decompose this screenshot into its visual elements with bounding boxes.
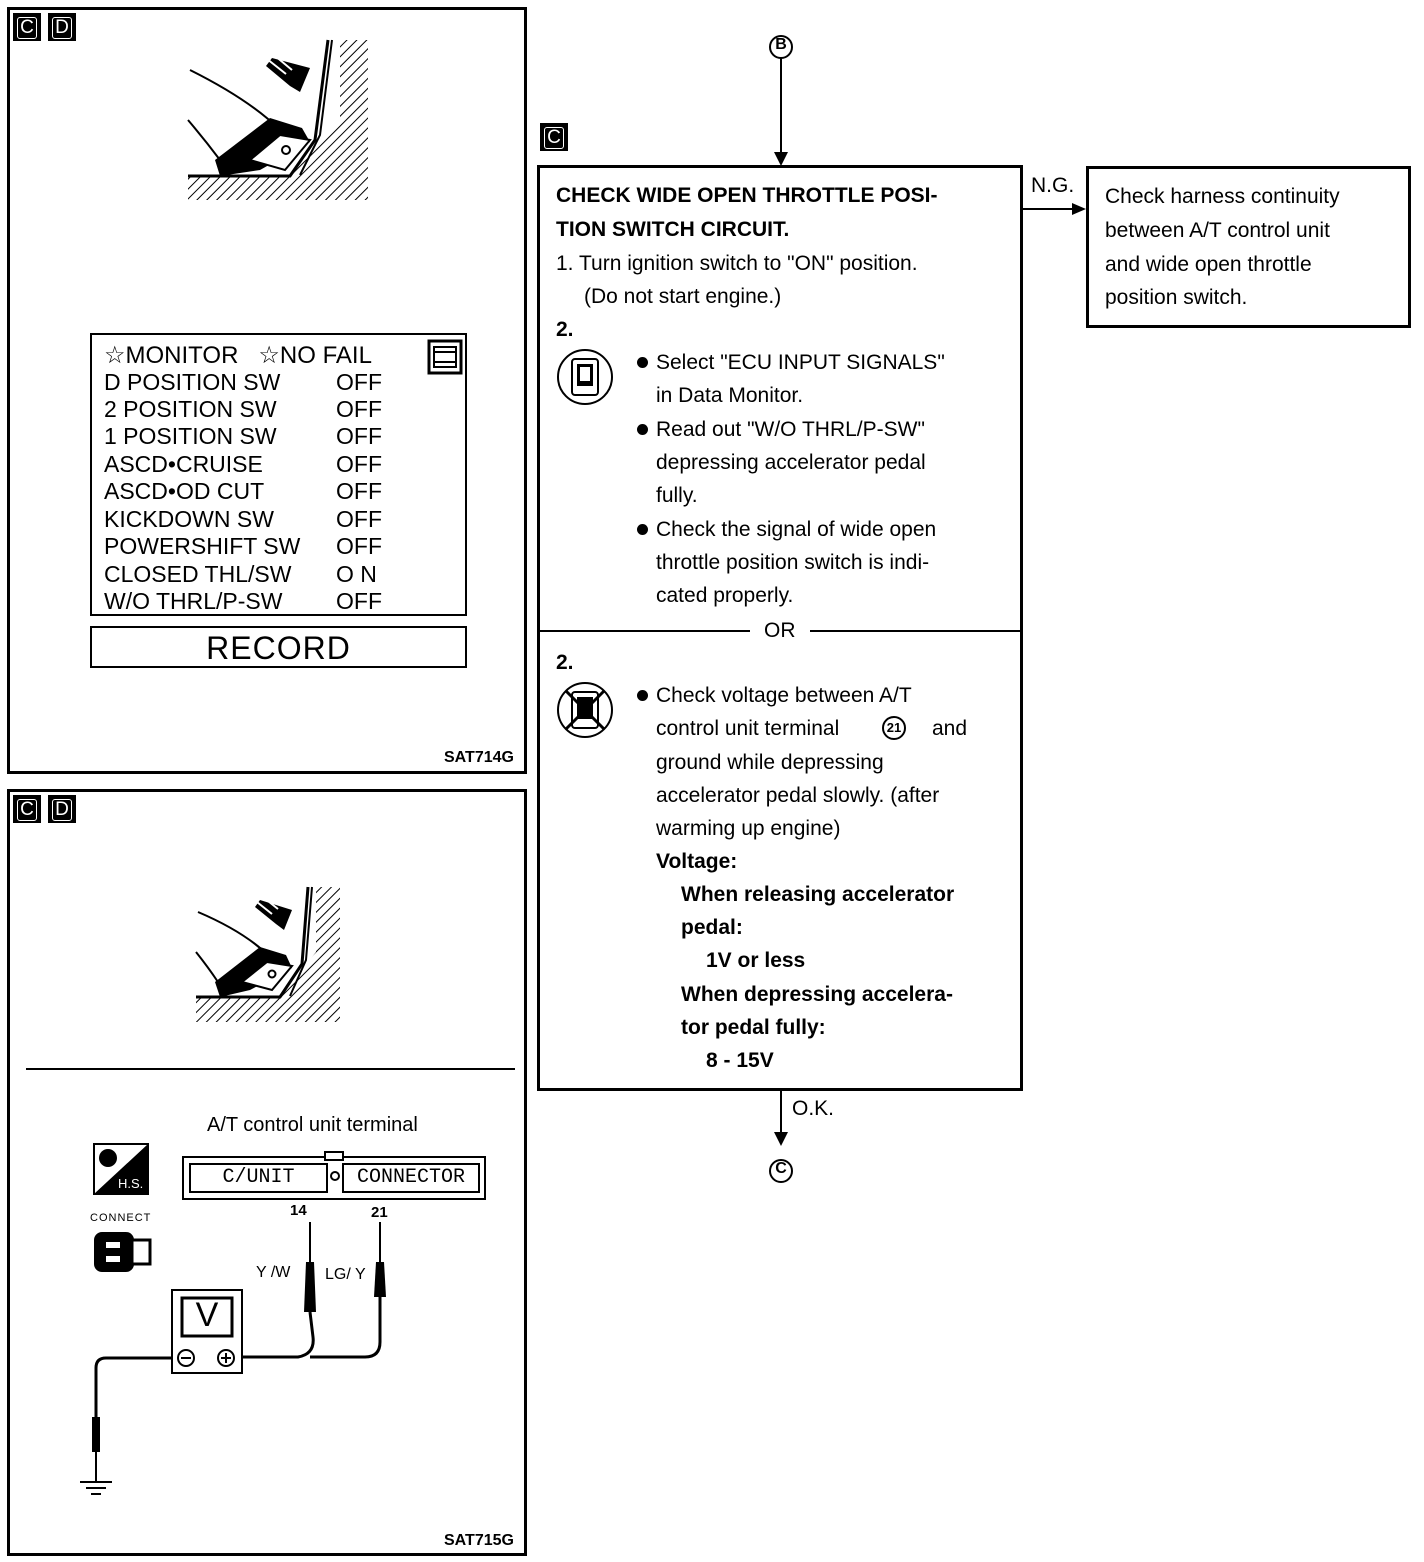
wire-color-14: Y /W bbox=[256, 1264, 291, 1281]
voltage-check-panel: C D bbox=[7, 789, 527, 1556]
tag-d: D bbox=[48, 13, 76, 41]
tag-c: C bbox=[13, 795, 41, 823]
no-tools-icon bbox=[557, 682, 613, 738]
ground-icon bbox=[80, 1481, 112, 1495]
ng-action-text: position switch. bbox=[1105, 286, 1248, 309]
hs-label: H.S. bbox=[118, 1176, 144, 1191]
pin-14-label: 14 bbox=[290, 1202, 307, 1219]
consult-step: in Data Monitor. bbox=[656, 384, 804, 407]
figure-code: SAT714G bbox=[444, 749, 514, 766]
divider-right bbox=[810, 630, 1020, 632]
connector-right-label: CONNECTOR bbox=[356, 1166, 466, 1189]
voltage-step: Check voltage between A/T bbox=[656, 684, 912, 707]
terminal-title: A/T control unit terminal bbox=[207, 1114, 418, 1136]
consult-step: depressing accelerator pedal bbox=[656, 451, 926, 474]
step2-number: 2. bbox=[556, 651, 574, 674]
wire-color-21: LG/ Y bbox=[325, 1266, 366, 1283]
monitor-header: ☆MONITOR ☆NO FAIL bbox=[104, 342, 372, 369]
pin-21-label: 21 bbox=[371, 1204, 388, 1221]
release-condition: pedal: bbox=[681, 916, 743, 939]
tag-c: C bbox=[540, 123, 568, 151]
accelerator-pedal-illustration bbox=[26, 886, 515, 1495]
voltage-step: accelerator pedal slowly. (after bbox=[656, 784, 940, 807]
voltmeter-symbol: V bbox=[195, 1296, 219, 1334]
voltage-step: control unit terminal bbox=[656, 717, 840, 740]
exit-connector-label: C bbox=[775, 1160, 787, 1177]
ng-action-text: between A/T control unit bbox=[1105, 219, 1330, 242]
consult-step: fully. bbox=[656, 484, 698, 507]
consult-step: throttle position switch is indi- bbox=[656, 551, 930, 574]
depress-condition: tor pedal fully: bbox=[681, 1016, 826, 1039]
throttle-switch-check-box: CHECK WIDE OPEN THROTTLE POSI- TION SWIT… bbox=[537, 165, 1023, 1091]
depress-value: 8 - 15V bbox=[706, 1049, 774, 1072]
scroll-icon bbox=[427, 339, 463, 375]
connect-label: CONNECT bbox=[90, 1212, 152, 1224]
consult-step: cated properly. bbox=[656, 584, 794, 607]
figure-code: SAT715G bbox=[444, 1532, 514, 1549]
tag-c: C bbox=[13, 13, 41, 41]
voltage-step: and bbox=[932, 717, 968, 740]
consult-step: Select "ECU INPUT SIGNALS" bbox=[656, 351, 945, 374]
depress-condition: When depressing accelera- bbox=[681, 983, 953, 1006]
ng-action-text: Check harness continuity bbox=[1105, 185, 1340, 208]
voltage-label: Voltage: bbox=[656, 850, 738, 873]
release-value: 1V or less bbox=[706, 949, 806, 972]
ok-label: O.K. bbox=[792, 1097, 835, 1120]
check-title-cont: TION SWITCH CIRCUIT. bbox=[556, 218, 790, 241]
consult-tester-icon bbox=[557, 349, 613, 405]
step2-number: 2. bbox=[556, 318, 574, 341]
check-title: CHECK WIDE OPEN THROTTLE POSI- bbox=[556, 184, 938, 207]
release-condition: When releasing accelerator bbox=[681, 883, 955, 906]
step1-text-cont: (Do not start engine.) bbox=[584, 285, 782, 308]
divider-left bbox=[540, 630, 750, 632]
terminal-21-symbol: 21 bbox=[882, 716, 906, 740]
voltage-step: warming up engine) bbox=[656, 817, 841, 840]
harness-connector-hs-icon bbox=[93, 1143, 149, 1195]
bullet bbox=[637, 357, 648, 368]
bullet bbox=[637, 690, 648, 701]
voltage-step: ground while depressing bbox=[656, 751, 884, 774]
entry-connector-label: B bbox=[775, 36, 787, 53]
connector-left-label: C/UNIT bbox=[222, 1166, 295, 1189]
voltmeter-icon bbox=[171, 1289, 243, 1374]
tag-d: D bbox=[48, 795, 76, 823]
connect-icon bbox=[94, 1232, 152, 1272]
record-button[interactable]: RECORD bbox=[90, 626, 467, 668]
consult-step: Check the signal of wide open bbox=[656, 518, 937, 541]
bullet bbox=[637, 524, 648, 535]
consult-step: Read out "W/O THRL/P-SW" bbox=[656, 418, 925, 441]
step1-text: 1. Turn ignition switch to "ON" position… bbox=[556, 252, 918, 275]
accelerator-pedal-illustration bbox=[187, 39, 368, 200]
press-arrow-icon bbox=[261, 49, 310, 92]
ng-action-text: and wide open throttle bbox=[1105, 253, 1312, 276]
ng-action-box: Check harness continuity between A/T con… bbox=[1086, 166, 1411, 328]
bullet bbox=[637, 424, 648, 435]
ng-label: N.G. bbox=[1031, 174, 1075, 197]
or-label: OR bbox=[764, 619, 796, 642]
consult-monitor-panel: C D ☆MONITOR ☆NO FAIL D POSITION bbox=[7, 7, 527, 774]
